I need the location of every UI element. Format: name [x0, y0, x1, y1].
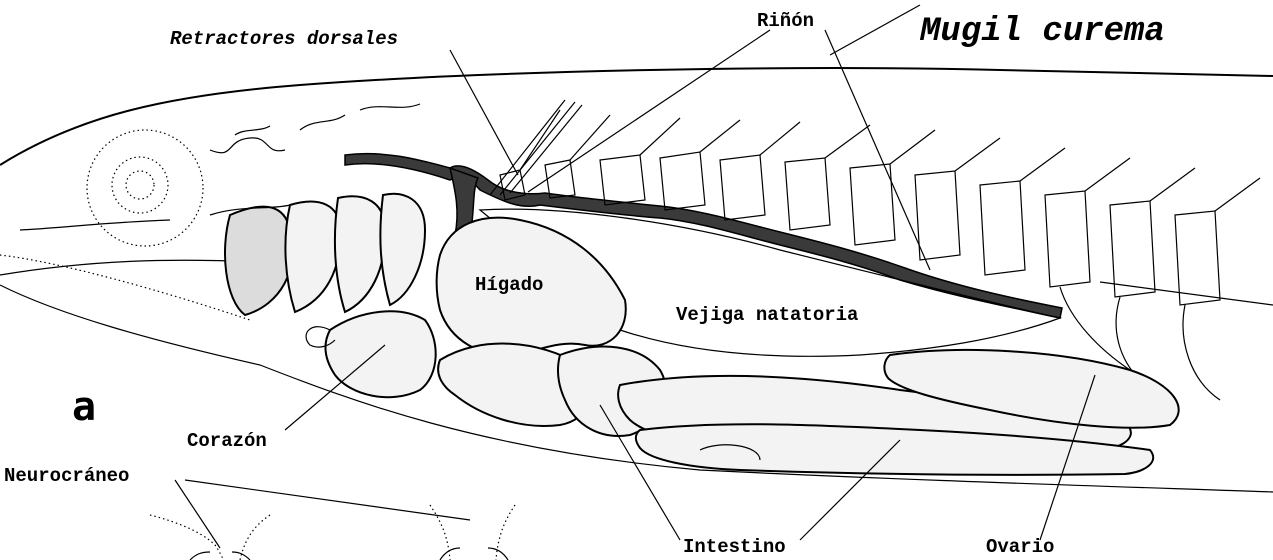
- gill-arches: [210, 194, 425, 315]
- leader-rinon: [528, 30, 770, 192]
- label-rinon: Riñón: [757, 10, 814, 32]
- label-ovario: Ovario: [986, 536, 1054, 558]
- label-neurocraneo: Neurocráneo: [4, 465, 129, 487]
- label-retractores-dorsales: Retractores dorsales: [170, 28, 398, 50]
- leader-neurocraneo-2: [185, 480, 470, 520]
- label-vejiga-natatoria: Vejiga natatoria: [676, 304, 858, 326]
- species-title: Mugil curema: [919, 13, 1165, 51]
- neurocranium-drawing: [150, 505, 515, 560]
- label-higado: Hígado: [475, 274, 543, 296]
- eye: [87, 130, 203, 246]
- leader-retractores: [450, 50, 518, 175]
- head-bone-details: [210, 104, 420, 153]
- panel-label: a: [72, 384, 96, 430]
- leader-rinon-2: [825, 30, 930, 270]
- heart: [306, 311, 436, 397]
- retractores-dorsales: [490, 100, 582, 195]
- leader-neurocraneo-1: [175, 480, 220, 548]
- label-corazon: Corazón: [187, 430, 267, 452]
- leader-title-line: [830, 5, 920, 55]
- label-intestino: Intestino: [683, 536, 786, 558]
